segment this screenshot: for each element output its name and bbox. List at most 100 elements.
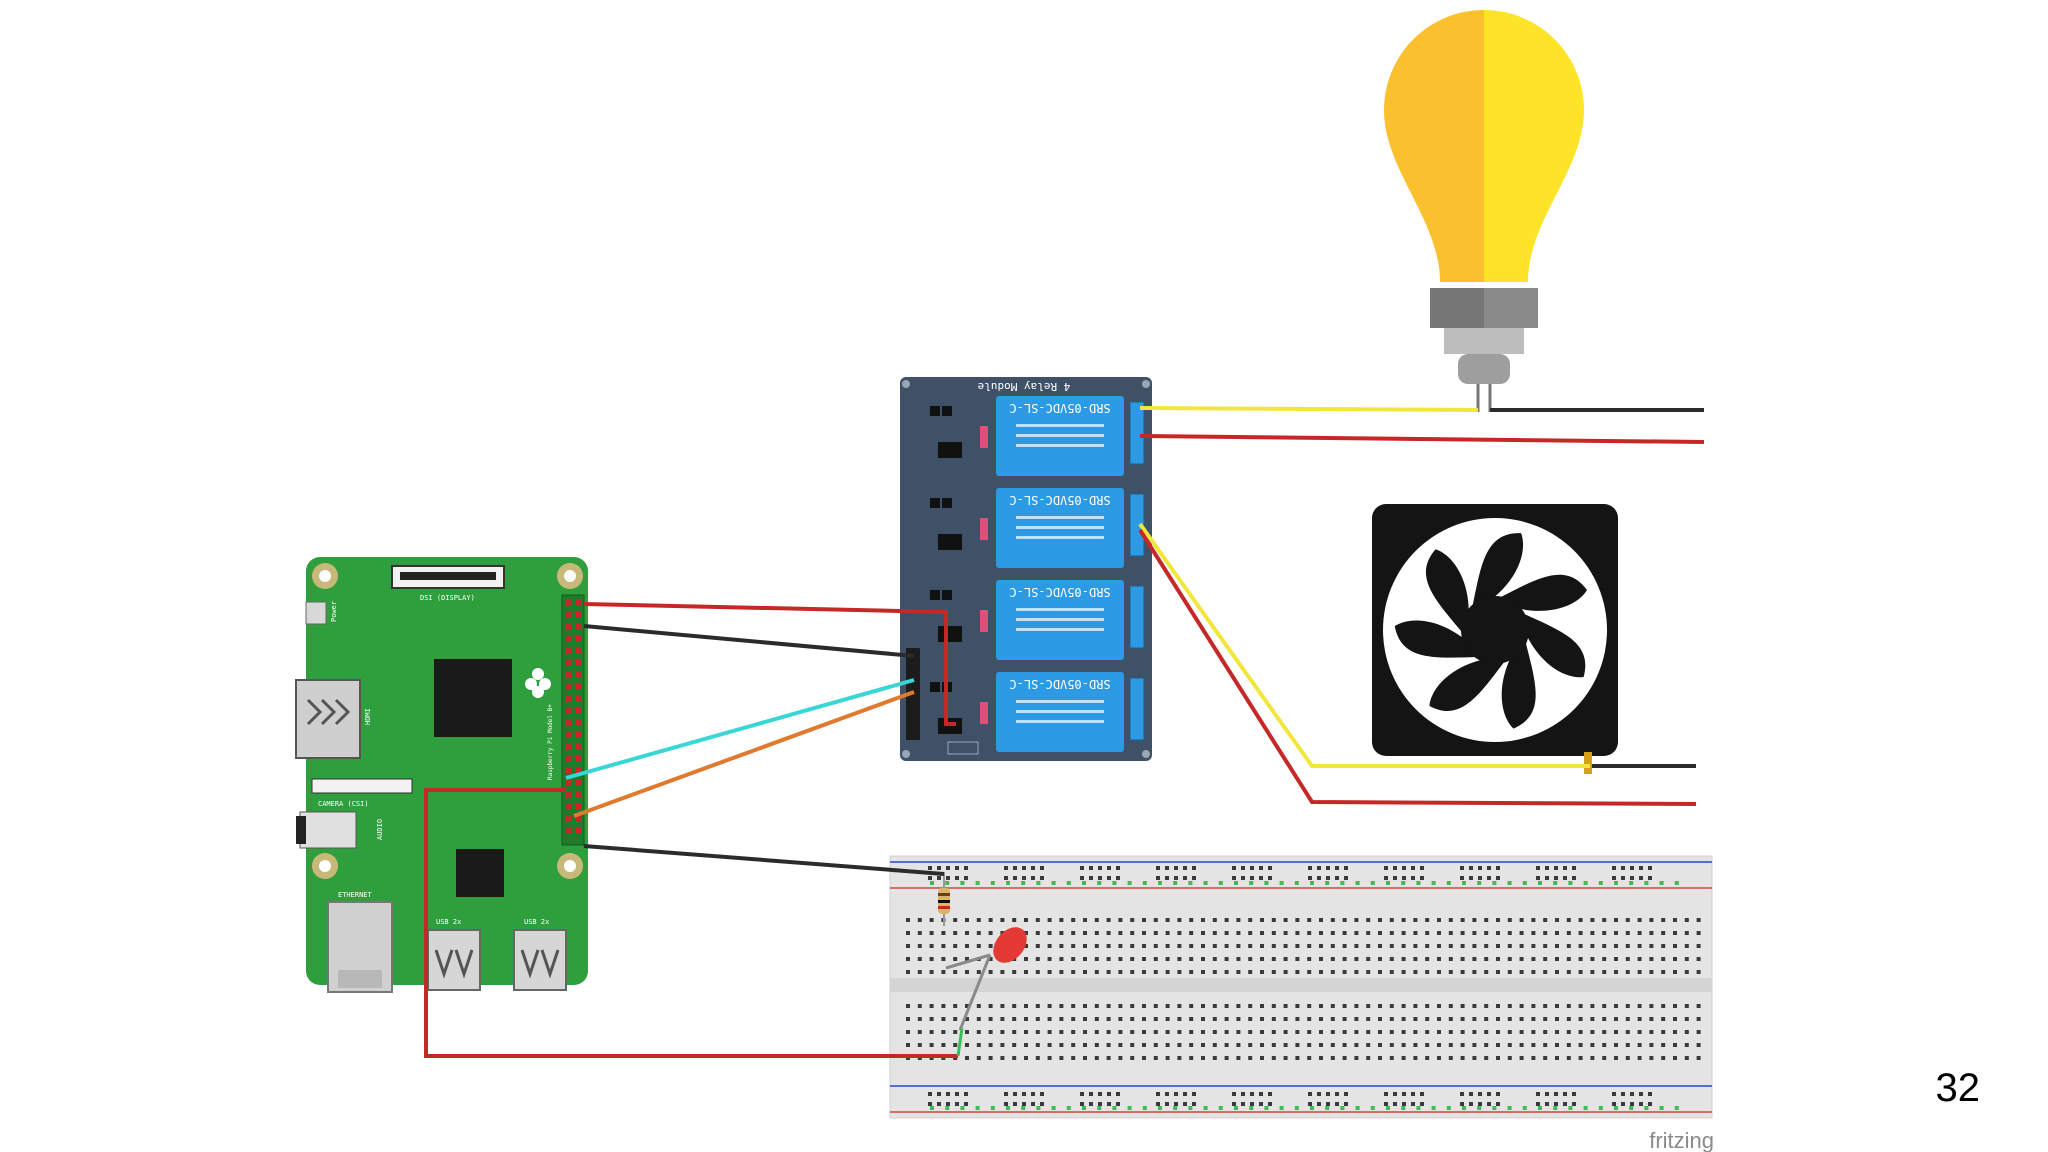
breadboard-hole [1496,944,1500,948]
breadboard-hole [1578,1030,1583,1034]
breadboard-hole [1071,944,1076,948]
wire-pi-5v-to-relay-vcc [583,602,956,726]
breadboard-hole [946,876,950,880]
rail-marker [1370,1106,1375,1110]
breadboard-hole [1413,931,1418,935]
breadboard-hole [1661,970,1666,974]
breadboard-hole [1637,1004,1642,1008]
breadboard-hole [1308,866,1312,870]
breadboard-hole [1342,1043,1347,1047]
breadboard-hole [1224,1056,1229,1060]
breadboard-hole [1393,1102,1397,1106]
breadboard-hole [1142,1056,1146,1060]
breadboard-hole [1384,1092,1388,1096]
relay-led [980,702,988,724]
breadboard-hole [1696,1017,1701,1021]
breadboard-hole [1201,1030,1205,1034]
rail-marker [1614,1106,1618,1110]
gpio-pin [566,612,572,618]
breadboard-hole [1448,1030,1453,1034]
breadboard-hole [1614,1017,1618,1021]
breadboard-hole [1448,944,1453,948]
breadboard-hole [1448,1017,1453,1021]
rail-marker [1006,1106,1010,1110]
breadboard-hole [1484,1056,1489,1060]
breadboard-hole [1614,918,1618,922]
usb-left-label: USB 2x [436,918,461,926]
breadboard-hole [917,1043,922,1047]
breadboard-hole [1425,918,1430,922]
breadboard-hole [1472,957,1477,961]
breadboard-hole [1531,1043,1536,1047]
breadboard-hole [1401,1043,1406,1047]
rail-marker [1553,881,1558,885]
rail-marker [1112,881,1117,885]
breadboard-hole [1342,1017,1347,1021]
breadboard-hole [988,1043,993,1047]
breadboard-hole [1602,970,1607,974]
rail-marker [1492,1106,1497,1110]
breadboard-hole [965,970,969,974]
gpio-pins [566,600,581,834]
breadboard-hole [1189,1004,1194,1008]
breadboard-hole [1035,1030,1040,1034]
relay-1: SRD-05VDC-SL-C [930,396,1145,476]
gpio-pin [566,636,572,642]
breadboard-hole [1189,1043,1194,1047]
breadboard-hole [1106,1056,1111,1060]
rail-marker [1294,1106,1299,1110]
breadboard-hole [1448,931,1453,935]
breadboard-hole [1590,944,1595,948]
breadboard-hole [1566,1004,1571,1008]
breadboard-hole [1555,1056,1559,1060]
breadboard-hole [1107,1092,1111,1096]
breadboard-hole [1411,866,1415,870]
breadboard-hole [1189,957,1194,961]
breadboard-hole [1578,918,1583,922]
breadboard-hole [1649,944,1654,948]
breadboard-hole [1047,1056,1052,1060]
breadboard-hole [1047,1004,1052,1008]
breadboard-hole [1602,918,1607,922]
rail-marker [1173,881,1178,885]
gpio-pin [575,828,581,834]
breadboard-hole [1496,876,1500,880]
breadboard-hole [1177,957,1182,961]
breadboard-hole [1224,1004,1229,1008]
gpio-pin [566,624,572,630]
breadboard-hole [1366,957,1371,961]
breadboard-hole [1130,931,1135,935]
breadboard-hole [1413,1030,1418,1034]
breadboard-hole [1378,957,1382,961]
breadboard-hole [906,1043,910,1047]
breadboard-hole [1307,918,1312,922]
breadboard-hole [1307,1004,1312,1008]
breadboard-hole [1413,1056,1418,1060]
breadboard-hole [1496,1017,1500,1021]
breadboard-hole [1437,957,1441,961]
rail-marker [1325,1106,1330,1110]
breadboard-hole [1342,1056,1347,1060]
fan-blade [1471,533,1524,612]
breadboard-hole [1031,866,1035,870]
breadboard-hole [1260,931,1264,935]
wire-pi-gnd-to-relay-gnd [583,624,915,658]
breadboard-hole [1083,1056,1087,1060]
breadboard-hole [1554,1092,1558,1096]
breadboard-hole [1012,1043,1017,1047]
breadboard-hole [1378,1043,1382,1047]
breadboard-hole [1673,1004,1677,1008]
breadboard-hole [1330,918,1335,922]
breadboard-hole [1420,1092,1424,1096]
breadboard-hole [1248,931,1253,935]
breadboard-hole [1554,866,1558,870]
breadboard-hole [1460,918,1465,922]
breadboard-hole [1366,944,1371,948]
breadboard-hole [1201,1056,1205,1060]
breadboard-hole [988,957,993,961]
breadboard-hole [1661,1056,1666,1060]
rail-marker [1614,881,1618,885]
breadboard-hole [1590,1017,1595,1021]
breadboard-hole [1094,1017,1099,1021]
breadboard-hole [1354,1017,1359,1021]
